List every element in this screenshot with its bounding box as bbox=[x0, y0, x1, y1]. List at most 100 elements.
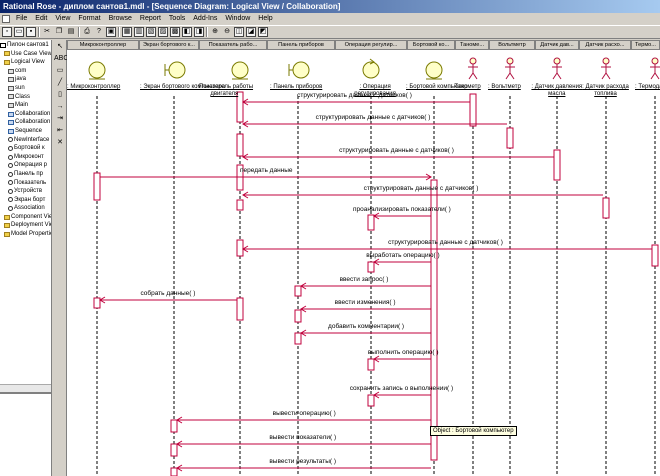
object-header-button[interactable]: Экран бортового к... bbox=[139, 40, 199, 50]
deployment-diagram-icon[interactable]: ▩ bbox=[170, 27, 180, 37]
object-header-button[interactable]: Датчик дав... bbox=[535, 40, 579, 50]
browser-item[interactable]: Sequence bbox=[0, 127, 51, 136]
object-header-button[interactable]: Бортовой ко... bbox=[407, 40, 455, 50]
activation-bar bbox=[294, 309, 302, 323]
zoom-in-icon[interactable]: ⊕ bbox=[212, 28, 218, 35]
anchor-tool-icon[interactable]: ╱ bbox=[57, 79, 63, 86]
new-icon[interactable]: ▫ bbox=[2, 27, 12, 37]
component-diagram-icon[interactable]: ▧ bbox=[146, 27, 156, 37]
menu-browse[interactable]: Browse bbox=[108, 15, 132, 22]
browser-item[interactable]: Пилон сантов1 bbox=[0, 41, 51, 50]
browse-icon[interactable]: ▣ bbox=[106, 27, 116, 37]
object-name-label: : Показатель работы двигателя bbox=[195, 84, 254, 97]
message-label: вывести операцию( ) bbox=[272, 410, 336, 417]
browser-item[interactable]: Main bbox=[0, 101, 51, 110]
layout-icon[interactable]: ◩ bbox=[258, 27, 268, 37]
menu-report[interactable]: Report bbox=[139, 15, 161, 22]
message-label: передать данные bbox=[240, 167, 293, 174]
message-label: сохранить запись о выполнении( ) bbox=[349, 385, 454, 392]
message-label: выработать операцию( ) bbox=[366, 252, 440, 259]
undo-fit-icon[interactable]: ◪ bbox=[246, 27, 256, 37]
previous-diagram-icon[interactable]: ◨ bbox=[194, 27, 204, 37]
browser-item[interactable]: Use Case View bbox=[0, 50, 51, 59]
class-diagram-icon[interactable]: ▦ bbox=[122, 27, 132, 37]
object-header-button[interactable]: Датчик расхо... bbox=[579, 40, 631, 50]
browser-item[interactable]: Component View bbox=[0, 213, 51, 222]
browser-item[interactable]: java bbox=[0, 75, 51, 84]
state-diagram-icon[interactable]: ▨ bbox=[158, 27, 168, 37]
browser-item[interactable]: Микроконт bbox=[0, 153, 51, 162]
documentation-pane[interactable] bbox=[0, 392, 51, 476]
browser-item-label: Пилон сантов1 bbox=[7, 42, 49, 48]
object-tool-icon[interactable]: ▯ bbox=[58, 91, 62, 98]
menu-file[interactable]: File bbox=[16, 15, 28, 22]
menu-view[interactable]: View bbox=[55, 15, 71, 22]
activation-bar bbox=[367, 214, 375, 231]
zoom-out-icon[interactable]: ⊖ bbox=[224, 28, 230, 35]
browser-item[interactable]: Панель пр bbox=[0, 170, 51, 179]
toolbar-separator bbox=[206, 27, 208, 37]
object-header-button[interactable]: Операция регулир... bbox=[335, 40, 407, 50]
object-header-button[interactable]: Таноме... bbox=[455, 40, 489, 50]
message-tool-icon[interactable]: → bbox=[56, 103, 64, 110]
menu-window[interactable]: Window bbox=[225, 15, 251, 22]
menu-add-ins[interactable]: Add-Ins bbox=[193, 15, 218, 22]
print-icon[interactable]: ⎙ bbox=[84, 28, 90, 35]
interaction-diagram-icon[interactable]: ▥ bbox=[134, 27, 144, 37]
save-icon[interactable]: ▪ bbox=[26, 27, 36, 37]
browser-item[interactable]: Операция р bbox=[0, 161, 51, 170]
menu-edit[interactable]: Edit bbox=[35, 15, 48, 22]
browser-item[interactable]: Association bbox=[0, 204, 51, 213]
activation-bar bbox=[236, 297, 244, 321]
text-tool-icon[interactable]: ABC bbox=[54, 55, 69, 62]
paste-icon[interactable]: ▤ bbox=[67, 28, 75, 35]
object-header-button[interactable]: Панель приборов bbox=[267, 40, 335, 50]
browser-item[interactable]: Экран борт bbox=[0, 196, 51, 205]
message-arrowhead bbox=[373, 391, 380, 399]
object-header-button[interactable]: Микроконтроллер bbox=[67, 40, 139, 50]
actor-head-icon bbox=[651, 57, 659, 65]
object-name-label: : Вольтметр bbox=[488, 84, 521, 90]
menu-help[interactable]: Help bbox=[258, 15, 273, 22]
browser-item[interactable]: Показатель bbox=[0, 179, 51, 188]
browser-item[interactable]: Бортовой к bbox=[0, 144, 51, 153]
object-name-label: : Тахометр bbox=[451, 84, 481, 90]
browser-item[interactable]: sun bbox=[0, 84, 51, 93]
browser-item[interactable]: Class bbox=[0, 93, 51, 102]
self-message-tool-icon[interactable]: ⇤ bbox=[57, 127, 63, 134]
menu-format[interactable]: Format bbox=[78, 15, 101, 22]
diagram-icon bbox=[8, 120, 14, 126]
menu-tools[interactable]: Tools bbox=[168, 15, 186, 22]
help-icon[interactable]: ? bbox=[97, 28, 101, 35]
browser-item[interactable]: Model Properties bbox=[0, 230, 51, 239]
browser-item[interactable]: com bbox=[0, 67, 51, 76]
entity-icon bbox=[231, 61, 249, 79]
message-arrowhead bbox=[242, 245, 249, 253]
browser-item[interactable]: Устройств bbox=[0, 187, 51, 196]
parent-diagram-icon[interactable]: ◧ bbox=[182, 27, 192, 37]
browser-item[interactable]: Logical View bbox=[0, 58, 51, 67]
destruction-marker-icon[interactable]: ✕ bbox=[57, 139, 63, 146]
browser-scrollbar[interactable] bbox=[0, 384, 51, 392]
boundary-icon bbox=[168, 61, 186, 79]
object-name-label: : Термодатчик bbox=[635, 84, 660, 90]
circle-icon bbox=[8, 137, 13, 143]
browser-item[interactable]: Collaboration bbox=[0, 110, 51, 119]
object-header-button[interactable]: Вольтметр bbox=[489, 40, 535, 50]
folder-icon bbox=[4, 231, 10, 237]
note-tool-icon[interactable]: ▭ bbox=[56, 67, 64, 74]
object-header-button[interactable]: Термо... bbox=[631, 40, 660, 50]
return-message-tool-icon[interactable]: ⇥ bbox=[57, 115, 63, 122]
cut-icon[interactable]: ✂ bbox=[44, 28, 50, 35]
browser-item[interactable]: Deployment View bbox=[0, 221, 51, 230]
browser-item[interactable]: Collaboration bbox=[0, 118, 51, 127]
circle-icon bbox=[8, 145, 13, 151]
browser-item[interactable]: NewInterface bbox=[0, 136, 51, 145]
object-header-button[interactable]: Показатель рабо... bbox=[199, 40, 267, 50]
copy-icon[interactable]: ❐ bbox=[55, 28, 63, 35]
fit-window-icon[interactable]: ◫ bbox=[234, 27, 244, 37]
browser-item-label: Устройств bbox=[14, 188, 43, 195]
selection-tool-icon[interactable]: ↖ bbox=[57, 43, 63, 50]
open-icon[interactable]: ▭ bbox=[14, 27, 24, 37]
